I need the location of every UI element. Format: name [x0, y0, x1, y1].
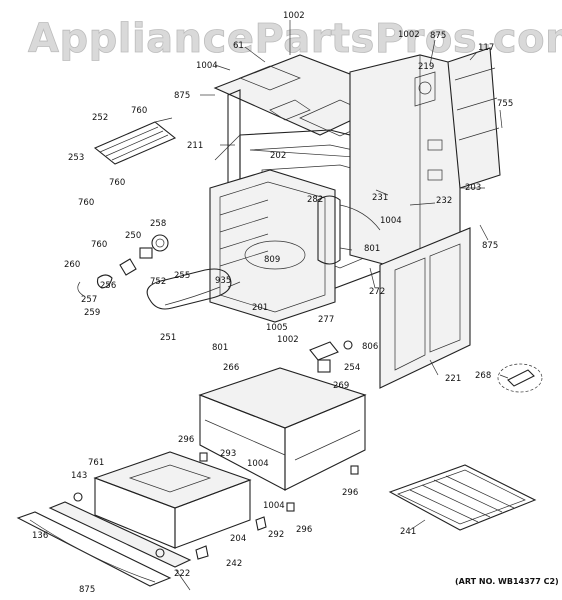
part-number-label: 875 — [79, 585, 95, 595]
door-latch-part — [497, 363, 543, 393]
part-number-label: 259 — [84, 308, 100, 318]
part-number-label: 760 — [91, 240, 107, 250]
part-number-label: 255 — [174, 271, 190, 281]
part-number-label: 203 — [465, 183, 481, 193]
part-number-label: 268 — [475, 371, 491, 381]
bake-element — [146, 268, 241, 310]
part-number-label: 1004 — [380, 216, 402, 226]
oven-door-outer-panel — [379, 227, 471, 389]
art-number: (ART NO. WB14377 C2) — [455, 577, 559, 586]
door-hinge — [309, 340, 353, 373]
part-number-label: 809 — [264, 255, 280, 265]
oven-rack — [388, 464, 537, 531]
part-number-label: 806 — [362, 342, 378, 352]
part-number-label: 272 — [369, 287, 385, 297]
broil-element — [93, 117, 177, 165]
part-number-label: 752 — [150, 277, 166, 287]
leveling-legs-and-screws — [73, 452, 359, 560]
part-number-label: 1005 — [266, 323, 288, 333]
part-number-label: 257 — [81, 295, 97, 305]
part-number-label: 221 — [445, 374, 461, 384]
drawer-housing — [198, 367, 367, 491]
part-number-label: 296 — [342, 488, 358, 498]
part-number-label: 242 — [226, 559, 242, 569]
part-number-label: 282 — [307, 195, 323, 205]
part-number-label: 143 — [71, 471, 87, 481]
part-number-label: 296 — [178, 435, 194, 445]
part-number-label: 204 — [230, 534, 246, 544]
part-number-label: 292 — [268, 530, 284, 540]
part-number-label: 258 — [150, 219, 166, 229]
part-number-label: 875 — [430, 31, 446, 41]
drawer-front-panel — [16, 501, 192, 587]
watermark: AppliancePartsPros.com — [28, 16, 562, 62]
part-number-label: 1004 — [196, 61, 218, 71]
leader-lines — [175, 20, 509, 591]
oven-light-assembly — [77, 234, 169, 297]
part-number-label: 231 — [372, 193, 388, 203]
part-number-label: 760 — [109, 178, 125, 188]
part-number-label: 219 — [418, 62, 434, 72]
part-number-label: 1004 — [263, 501, 285, 511]
part-number-label: 136 — [32, 531, 48, 541]
part-number-label: 266 — [223, 363, 239, 373]
part-number-label: 251 — [160, 333, 176, 343]
part-number-label: 755 — [497, 99, 513, 109]
part-number-label: 801 — [364, 244, 380, 254]
part-number-label: 293 — [220, 449, 236, 459]
part-number-label: 277 — [318, 315, 334, 325]
part-number-label: 1002 — [277, 335, 299, 345]
part-number-label: 241 — [400, 527, 416, 537]
part-number-label: 875 — [174, 91, 190, 101]
storage-drawer — [93, 451, 252, 549]
part-number-label: 232 — [436, 196, 452, 206]
part-number-labels: 1002 61 1004 875 1002 875 117 219 755 760 252 211 20… — [32, 11, 513, 595]
part-number-label: 222 — [174, 569, 190, 579]
part-number-label: 252 — [92, 113, 108, 123]
part-number-label: 761 — [88, 458, 104, 468]
part-number-label: 211 — [187, 141, 203, 151]
part-number-label: 256 — [100, 281, 116, 291]
part-number-label: 875 — [482, 241, 498, 251]
part-number-label: 760 — [131, 106, 147, 116]
part-number-label: 254 — [344, 363, 360, 373]
part-number-label: 250 — [125, 231, 141, 241]
part-number-label: 1002 — [283, 11, 305, 21]
part-number-label: 260 — [64, 260, 80, 270]
part-number-label: 269 — [333, 381, 349, 391]
oven-liner — [209, 169, 336, 323]
back-panel — [349, 54, 461, 271]
part-number-label: 935 — [215, 276, 231, 286]
part-number-label: 760 — [78, 198, 94, 208]
part-number-label: 61 — [233, 41, 244, 51]
part-number-label: 801 — [212, 343, 228, 353]
part-number-label: 1002 — [398, 30, 420, 40]
oven-vent-duct — [317, 195, 381, 265]
part-number-label: 1004 — [247, 459, 269, 469]
part-number-label: 202 — [270, 151, 286, 161]
part-number-label: 201 — [252, 303, 268, 313]
part-number-label: 117 — [478, 43, 494, 53]
part-number-label: 296 — [296, 525, 312, 535]
part-number-label: 253 — [68, 153, 84, 163]
